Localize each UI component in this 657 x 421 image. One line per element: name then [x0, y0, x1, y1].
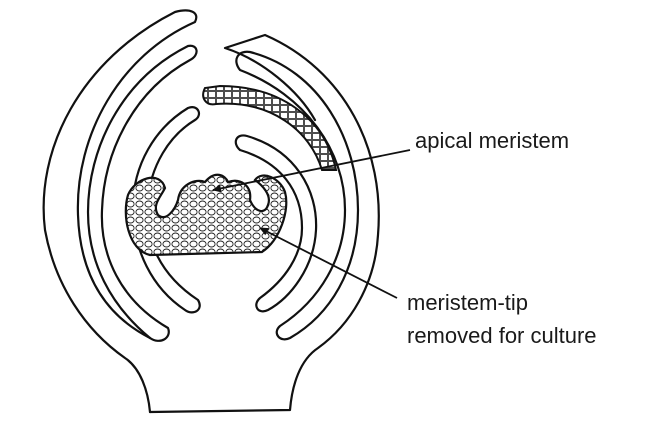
apical-meristem-arrow [213, 150, 410, 190]
procambial-strip [203, 86, 336, 170]
label-apical-meristem: apical meristem [415, 128, 569, 153]
label-meristem-tip-line2: removed for culture [407, 323, 597, 348]
meristem-dome [126, 175, 286, 255]
meristem-tip-arrow [260, 228, 397, 298]
label-meristem-tip-line1: meristem-tip [407, 290, 528, 315]
